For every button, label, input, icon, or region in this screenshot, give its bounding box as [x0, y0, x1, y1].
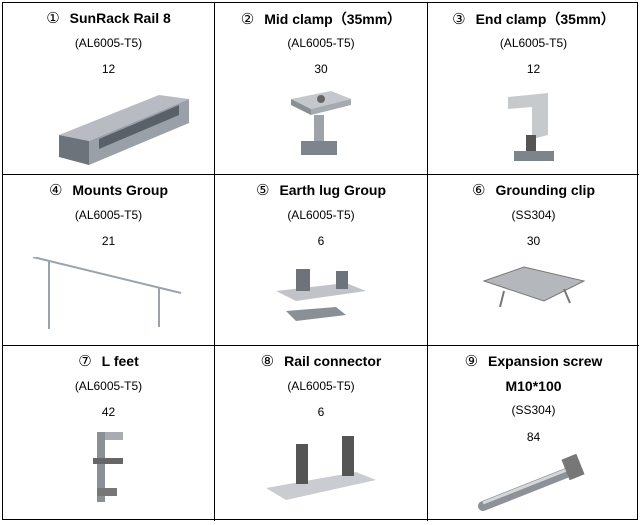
part-quantity: 6: [317, 405, 325, 419]
part-material: (AL6005-T5): [287, 36, 355, 50]
part-material: (AL6005-T5): [499, 36, 568, 50]
earth-lug-image: [215, 257, 427, 343]
part-material: (AL6005-T5): [74, 208, 143, 222]
part-spec: M10*100: [505, 378, 562, 394]
part-material: (AL6005-T5): [287, 208, 355, 222]
part-material: (AL6005-T5): [74, 379, 143, 393]
end-clamp-image: [428, 85, 639, 171]
part-quantity: 12: [101, 62, 116, 76]
expansion-screw-image: [428, 450, 639, 518]
part-quantity: 30: [314, 62, 328, 76]
part-quantity: 12: [526, 62, 541, 76]
part-material: (SS304): [511, 208, 556, 222]
rail-connector-image: [215, 428, 427, 514]
part-quantity: 84: [526, 430, 541, 444]
grounding-clip-image: [428, 257, 639, 343]
mid-clamp-image: [215, 85, 427, 171]
rail-image: [3, 85, 214, 171]
mounts-group-image: [3, 257, 214, 343]
part-material: (SS304): [511, 403, 556, 417]
l-feet-image: [3, 428, 214, 514]
part-material: (AL6005-T5): [287, 379, 355, 393]
part-quantity: 42: [101, 405, 116, 419]
part-material: (AL6005-T5): [74, 36, 143, 50]
part-quantity: 21: [101, 234, 116, 248]
part-quantity: 6: [317, 234, 325, 248]
part-quantity: 30: [526, 234, 541, 248]
